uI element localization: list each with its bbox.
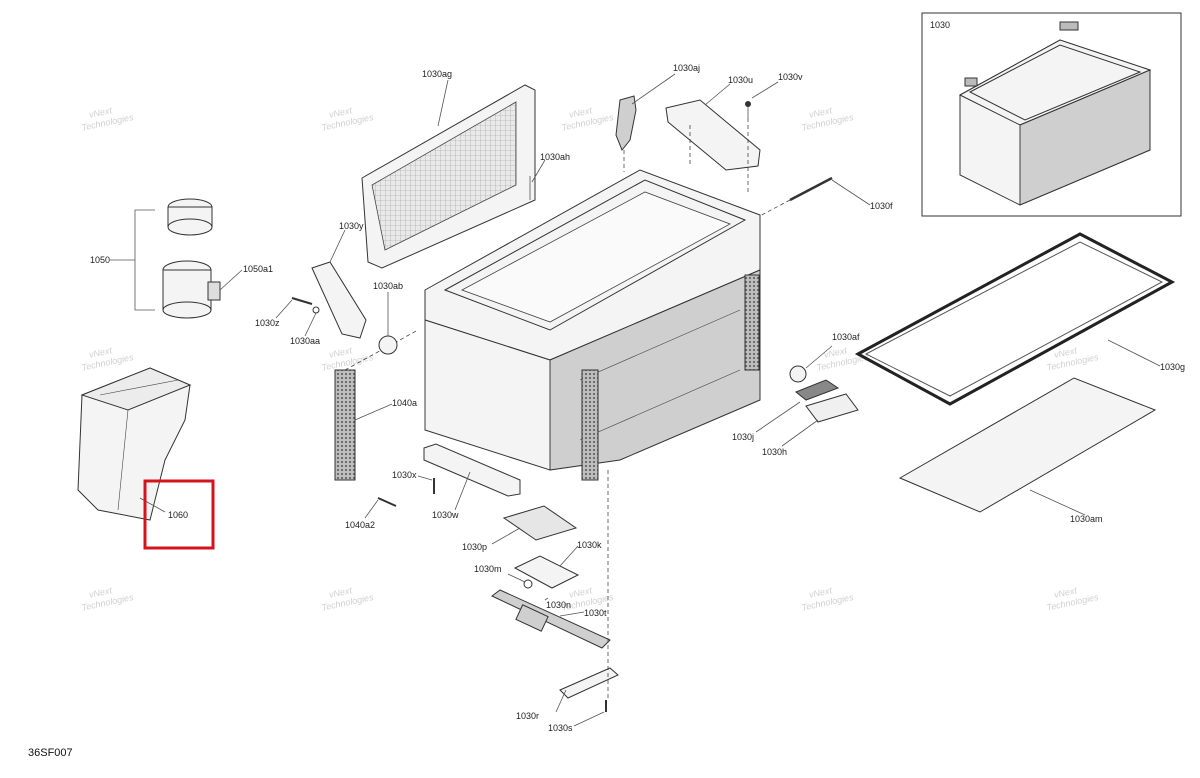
part-knob-1030ab: 1030ab	[373, 281, 403, 355]
part-screw-1030ah: 1030ah	[529, 152, 570, 200]
part-rail-1030w: 1030x 1030w	[392, 443, 521, 520]
callout-1030g: 1030g	[1160, 362, 1185, 372]
part-pad-1030am: 1030am	[898, 377, 1157, 524]
callout-1030v: 1030v	[778, 72, 803, 82]
callout-1030aj: 1030aj	[673, 63, 700, 73]
callout-1030y: 1030y	[339, 221, 364, 231]
part-screw-1030v: 1030v	[745, 72, 803, 195]
part-screw-1030z: 1030z 1030aa	[255, 297, 320, 346]
part-cooler-body	[424, 169, 761, 471]
callout-1030n: 1030n	[546, 600, 571, 610]
callout-1030ah: 1030ah	[540, 152, 570, 162]
callout-1030r: 1030r	[516, 711, 539, 721]
callout-1030p: 1030p	[462, 542, 487, 552]
watermark-line: vNext	[568, 585, 593, 600]
part-latch-1030aj: 1030aj	[615, 63, 700, 172]
watermark-line: vNext	[808, 105, 833, 120]
callout-1030h: 1030h	[762, 447, 787, 457]
watermark-line: vNext	[88, 345, 113, 360]
watermark-line: vNext	[88, 585, 113, 600]
callout-1030u: 1030u	[728, 75, 753, 85]
callout-1030aa: 1030aa	[290, 336, 320, 346]
callout-1030m: 1030m	[474, 564, 502, 574]
callout-1030ag: 1030ag	[422, 69, 452, 79]
callout-1030w: 1030w	[432, 510, 459, 520]
part-plug-1030af: 1030af	[789, 332, 860, 383]
part-bin-1060: 1060	[77, 367, 215, 550]
part-lid-1030ag: 1030ag	[361, 69, 536, 269]
part-bolt-1040a2: 1040a2	[345, 497, 397, 530]
part-handle-1030y: 1030y	[311, 221, 367, 339]
callout-1030j: 1030j	[732, 432, 754, 442]
watermark-line: vNext	[823, 345, 848, 360]
callout-1030z: 1030z	[255, 318, 280, 328]
callout-1050: 1050	[90, 255, 110, 265]
callout-1030x: 1030x	[392, 470, 417, 480]
callout-1030f: 1030f	[870, 201, 893, 211]
watermark-line: vNext	[1053, 345, 1078, 360]
inset-assembled-view: 1030	[921, 12, 1182, 217]
part-legs	[334, 274, 760, 481]
callout-1030af: 1030af	[832, 332, 860, 342]
part-hinge-plate-1030u: 1030u	[665, 75, 761, 171]
callout-1040a2: 1040a2	[345, 520, 375, 530]
watermark-line: vNext	[808, 585, 833, 600]
part-labels-1030j-1030h: 1030j 1030h	[732, 379, 859, 457]
watermark-line: vNext	[328, 585, 353, 600]
part-gasket-1030g: 1030g	[854, 232, 1185, 406]
callout-1060-highlight-box	[143, 479, 215, 550]
callout-1030am: 1030am	[1070, 514, 1103, 524]
part-stack-bottom: 1030p 1030k 1030m 1030n 1030t 1030r 1030…	[462, 470, 619, 733]
callout-1040a: 1040a	[392, 398, 417, 408]
watermark-line: vNext	[328, 105, 353, 120]
part-cupholder-1050: 1050 1050a1	[90, 198, 273, 319]
part-leg-1040a: 1040a	[354, 398, 417, 421]
callout-1030s: 1030s	[548, 723, 573, 733]
callout-1060: 1060	[168, 510, 188, 520]
watermark-line: vNext	[1053, 585, 1078, 600]
part-rod-1030f: 1030f	[755, 176, 893, 219]
callout-1030k: 1030k	[577, 540, 602, 550]
callout-1050a1: 1050a1	[243, 264, 273, 274]
diagram-code: 36SF007	[28, 747, 73, 759]
callout-1030t: 1030t	[584, 608, 607, 618]
watermark-line: vNext	[568, 105, 593, 120]
watermark-line: vNext	[88, 105, 113, 120]
watermark-line: vNext	[328, 345, 353, 360]
callout-1030ab: 1030ab	[373, 281, 403, 291]
inset-label: 1030	[930, 20, 950, 30]
